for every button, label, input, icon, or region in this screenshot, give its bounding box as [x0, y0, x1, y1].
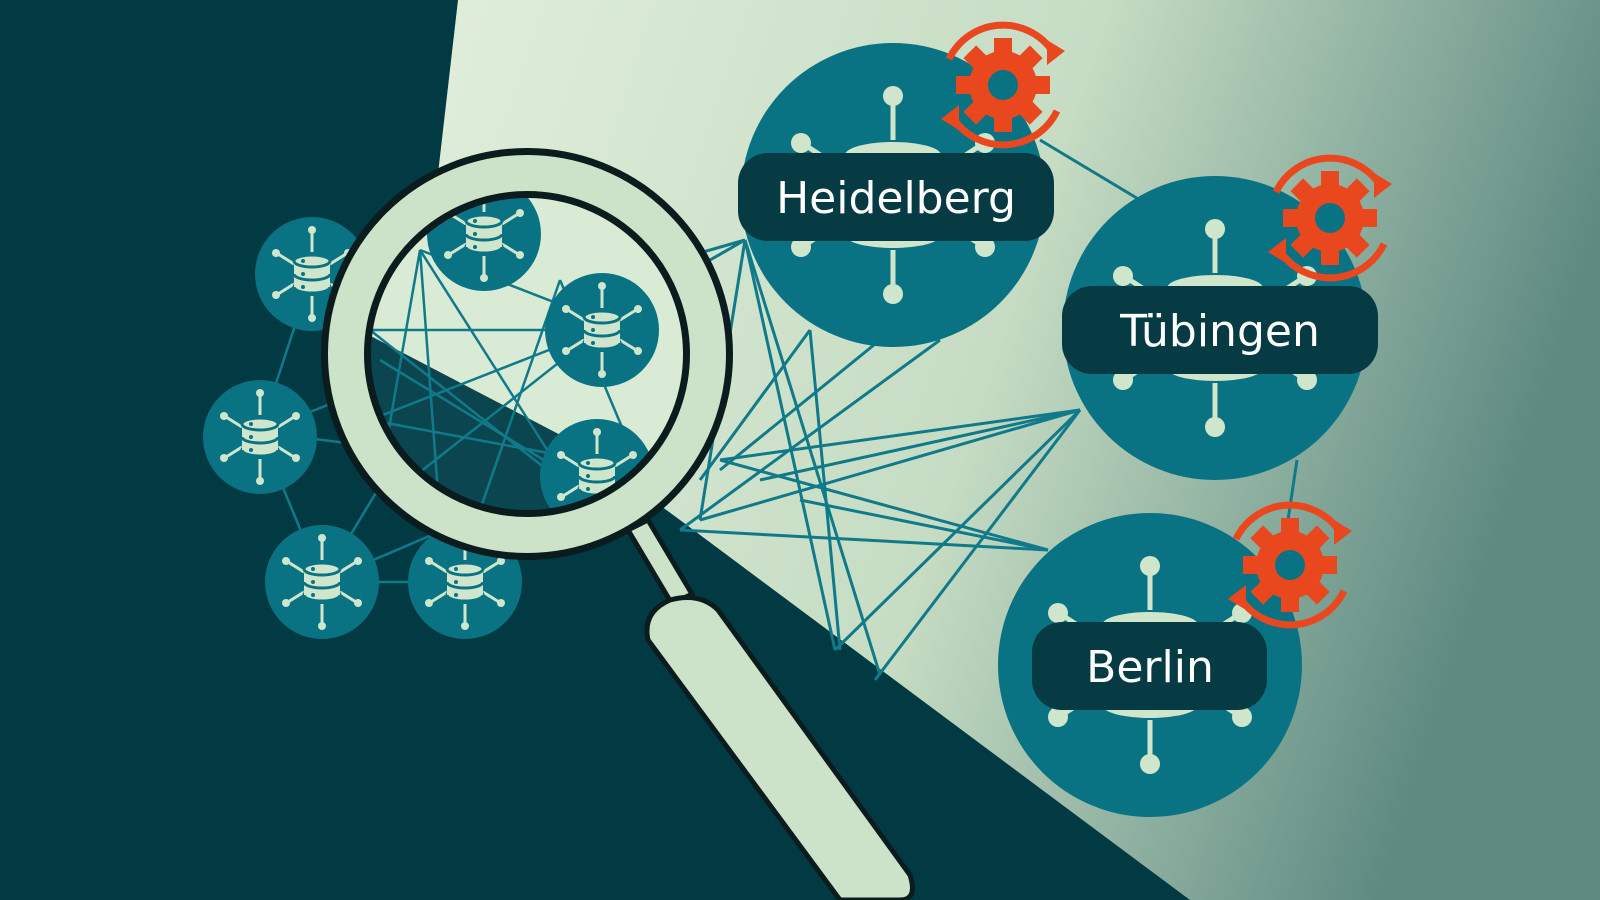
city-label-pill: [1032, 622, 1267, 710]
city-node-tubingen: Tübingen: [1062, 158, 1392, 480]
gear-sync-icon: [1228, 505, 1352, 625]
database-network-icon: [263, 523, 381, 641]
city-node-heidelberg: Heidelberg: [738, 25, 1065, 347]
city-label-tubingen: Tübingen: [1119, 306, 1320, 357]
gear-sync-icon: [1268, 158, 1392, 278]
magnifying-glass-icon: [321, 148, 915, 900]
city-label-pill: [1062, 286, 1378, 374]
city-label-heidelberg: Heidelberg: [776, 173, 1016, 224]
city-node-berlin: Berlin: [998, 505, 1352, 817]
city-label-pill: [738, 153, 1054, 241]
city-label-berlin: Berlin: [1086, 642, 1214, 693]
gear-sync-icon: [941, 25, 1065, 145]
database-network-icon: [201, 378, 319, 496]
